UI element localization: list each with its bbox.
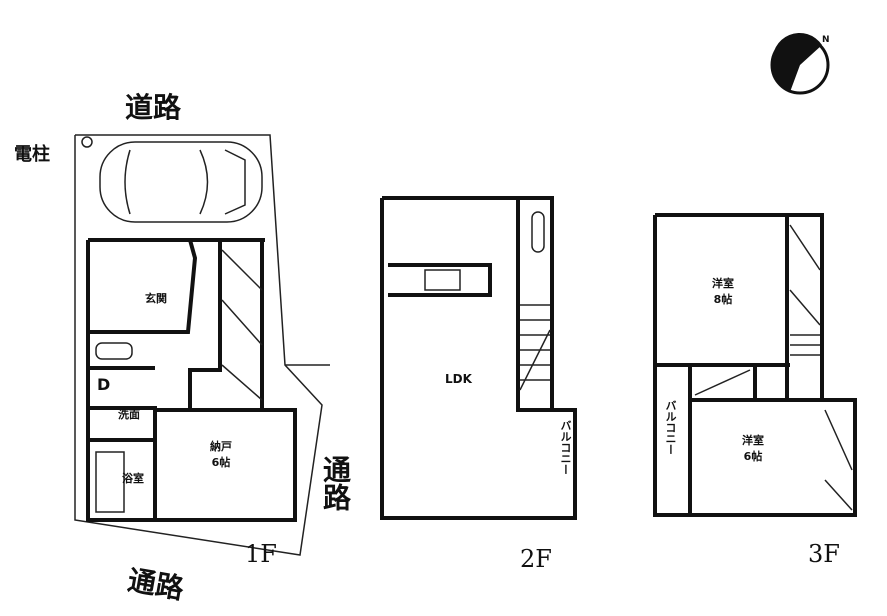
floor-2-label: 2F xyxy=(520,545,552,573)
utility-pole-label: 電柱 xyxy=(14,144,50,165)
site-boundary xyxy=(74,134,323,556)
room-balcony-2f: バルコニー xyxy=(559,420,572,475)
road-top-label: 道路 xyxy=(125,91,182,124)
floor-2-walls xyxy=(380,196,577,520)
compass-icon xyxy=(770,32,830,95)
floor-1-walls xyxy=(86,238,297,522)
car-icon xyxy=(99,141,263,223)
utility-pole-icon xyxy=(81,136,93,148)
floor-3-walls xyxy=(653,213,857,517)
room-d: D xyxy=(97,375,111,394)
compass-north-label: N xyxy=(822,35,830,45)
room-ldk: LDK xyxy=(445,372,472,386)
room-entrance: 玄関 xyxy=(145,292,167,305)
room-balcony-3f: バルコニー xyxy=(664,400,677,455)
room-bathroom: 浴室 xyxy=(122,472,144,485)
floor-3-label: 3F xyxy=(808,540,840,568)
floor-1-label: 1F xyxy=(245,540,277,568)
room-washroom: 洗面 xyxy=(118,408,140,421)
road-right-label: 通路 xyxy=(319,455,352,511)
